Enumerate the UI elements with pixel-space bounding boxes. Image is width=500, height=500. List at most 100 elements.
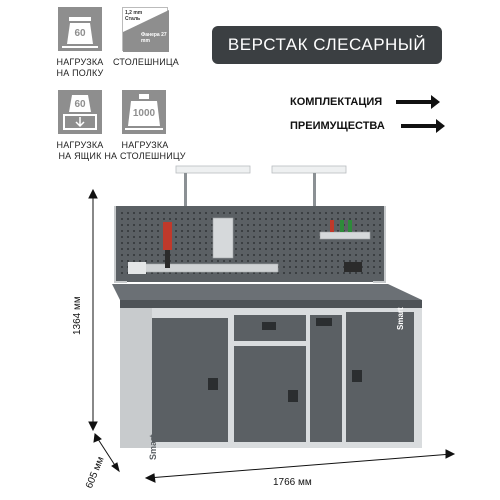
advantages-link[interactable]: ПРЕИМУЩЕСТВА	[290, 119, 445, 133]
panel-hole	[319, 230, 321, 232]
panel-hole	[235, 224, 237, 226]
panel-hole	[379, 230, 381, 232]
panel-hole	[367, 248, 369, 250]
panel-hole	[313, 254, 315, 256]
panel-hole	[187, 224, 189, 226]
panel-hole	[295, 218, 297, 220]
panel-hole	[307, 254, 309, 256]
panel-hole	[307, 224, 309, 226]
panel-hole	[253, 218, 255, 220]
drawer-load-value: 60	[74, 99, 86, 110]
panel-hole	[235, 212, 237, 214]
panel-hole	[295, 266, 297, 268]
panel-hole	[307, 272, 309, 274]
panel-hole	[307, 266, 309, 268]
panel-hole	[301, 230, 303, 232]
panel-hole	[151, 212, 153, 214]
panel-hole	[259, 254, 261, 256]
panel-hole	[373, 230, 375, 232]
panel-hole	[199, 230, 201, 232]
shelf-load-icon: 60	[58, 7, 102, 51]
panel-hole	[127, 224, 129, 226]
panel-hole	[187, 212, 189, 214]
panel-hole	[139, 230, 141, 232]
panel-hole	[157, 224, 159, 226]
lamp-shelf	[175, 165, 347, 225]
panel-hole	[343, 272, 345, 274]
panel-hole	[241, 230, 243, 232]
panel-hole	[313, 236, 315, 238]
panel-hole	[265, 242, 267, 244]
panel-hole	[247, 254, 249, 256]
panel-hole	[379, 248, 381, 250]
panel-hole	[295, 242, 297, 244]
panel-hole	[361, 260, 363, 262]
panel-hole	[277, 254, 279, 256]
panel-hole	[157, 248, 159, 250]
panel-hole	[373, 260, 375, 262]
panel-hole	[253, 212, 255, 214]
panel-hole	[295, 260, 297, 262]
panel-hole	[211, 272, 213, 274]
panel-hole	[289, 242, 291, 244]
panel-hole	[229, 272, 231, 274]
panel-hole	[235, 236, 237, 238]
panel-hole	[241, 272, 243, 274]
narrow-cabinet-door	[310, 315, 342, 442]
panel-hole	[193, 254, 195, 256]
panel-hole	[355, 272, 357, 274]
panel-hole	[181, 230, 183, 232]
panel-hole	[199, 272, 201, 274]
panel-hole	[331, 248, 333, 250]
panel-hole	[145, 230, 147, 232]
worktop-steel-text: 1,2 mm Сталь	[125, 10, 143, 22]
panel-hole	[307, 230, 309, 232]
panel-hole	[379, 242, 381, 244]
panel-hole	[151, 248, 153, 250]
panel-hole	[211, 230, 213, 232]
panel-hole	[199, 212, 201, 214]
panel-hole	[349, 212, 351, 214]
panel-hole	[373, 254, 375, 256]
brand-logo-door: Smart	[396, 307, 405, 330]
panel-hole	[349, 218, 351, 220]
panel-hole	[337, 224, 339, 226]
panel-hole	[313, 212, 315, 214]
drawer-load-label: НАГРУЗКА НА ЯЩИК	[56, 140, 104, 161]
panel-hole	[289, 260, 291, 262]
panel-hole	[247, 260, 249, 262]
panel-hole	[235, 242, 237, 244]
panel-hole	[193, 248, 195, 250]
panel-hole	[361, 218, 363, 220]
panel-hole	[175, 236, 177, 238]
panel-hole	[367, 242, 369, 244]
panel-hole	[199, 260, 201, 262]
panel-hole	[337, 260, 339, 262]
panel-hole	[235, 248, 237, 250]
panel-hole	[283, 236, 285, 238]
panel-hole	[361, 254, 363, 256]
panel-hole	[175, 254, 177, 256]
panel-hole	[259, 236, 261, 238]
panel-hole	[241, 236, 243, 238]
panel-hole	[265, 212, 267, 214]
panel-hole	[121, 212, 123, 214]
panel-hole	[145, 242, 147, 244]
panel-hole	[145, 254, 147, 256]
panel-hole	[367, 224, 369, 226]
panel-hole	[331, 272, 333, 274]
panel-hole	[139, 248, 141, 250]
panel-hole	[139, 224, 141, 226]
panel-hole	[373, 272, 375, 274]
panel-hole	[193, 218, 195, 220]
panel-hole	[151, 260, 153, 262]
panel-hole	[253, 272, 255, 274]
panel-hole	[343, 260, 345, 262]
kit-link[interactable]: КОМПЛЕКТАЦИЯ	[290, 95, 441, 109]
panel-hole	[271, 230, 273, 232]
panel-hole	[283, 266, 285, 268]
panel-hole	[307, 212, 309, 214]
panel-hole	[211, 236, 213, 238]
panel-hole	[151, 272, 153, 274]
